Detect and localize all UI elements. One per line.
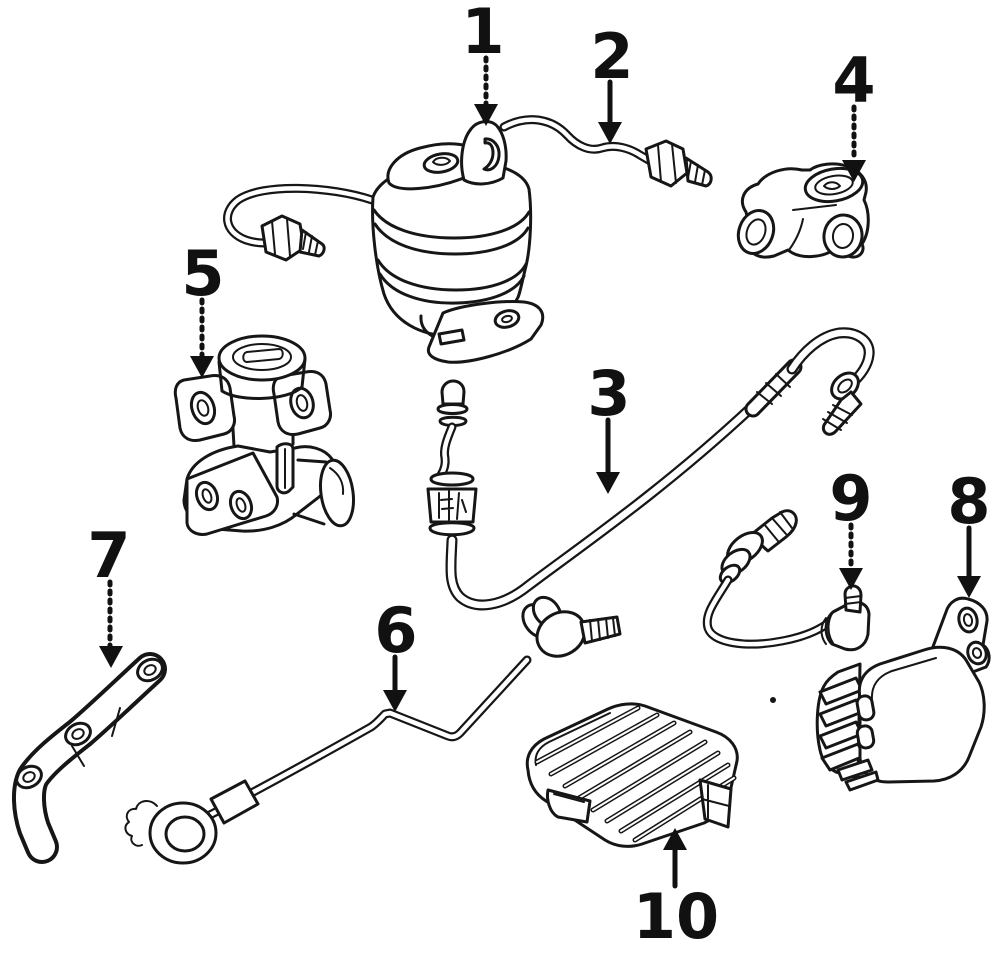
left-port-boss	[173, 374, 236, 442]
callout-9[interactable]: 9	[829, 462, 873, 590]
callout-3[interactable]: 3	[587, 357, 631, 494]
callout-2-arrow	[598, 122, 622, 144]
jumper-nipple	[843, 584, 863, 614]
part-mounting-bracket[interactable]	[12, 652, 167, 864]
callout-7-arrow	[99, 646, 123, 668]
callout-1-arrow	[474, 104, 498, 126]
callout-10-label[interactable]: 10	[633, 880, 719, 953]
part-control-module[interactable]	[525, 702, 739, 848]
tube-nut	[260, 214, 306, 262]
callout-4-arrow	[842, 160, 866, 182]
part-three-way-connector[interactable]	[733, 162, 870, 260]
valve-flange	[426, 300, 545, 364]
callout-6-arrow	[383, 690, 407, 712]
module-housing	[857, 645, 986, 784]
callout-6[interactable]: 6	[374, 594, 418, 712]
part-relief-valve[interactable]	[173, 334, 357, 536]
callout-4[interactable]: 4	[832, 44, 876, 182]
part-jumper-hose[interactable]	[702, 509, 871, 652]
jumper-elbow	[824, 600, 871, 652]
ink-speck	[770, 697, 776, 703]
part-egr-valve[interactable]	[223, 120, 545, 364]
right-port-boss	[271, 370, 332, 436]
callout-7[interactable]: 7	[87, 519, 131, 668]
callout-5-arrow	[190, 356, 214, 378]
callout-5[interactable]: 5	[181, 237, 225, 378]
callout-2[interactable]: 2	[590, 20, 634, 144]
part-upper-tube[interactable]	[499, 115, 713, 188]
port-right	[822, 213, 864, 259]
part-pressure-hose[interactable]	[426, 327, 875, 611]
module-cooling-ribs	[534, 705, 737, 843]
valve-bracket-tab	[460, 120, 508, 186]
callout-1[interactable]: 1	[461, 0, 505, 126]
tube-nut	[644, 139, 689, 188]
hose-threaded-end	[821, 390, 863, 436]
part-link-rod[interactable]	[124, 592, 622, 865]
hose-top-nipple	[440, 379, 466, 406]
part-sensor-module[interactable]	[815, 596, 991, 792]
outlet-cap	[319, 458, 355, 528]
callout-10-arrow	[663, 828, 687, 850]
top-port	[217, 334, 307, 382]
threaded-tip	[684, 156, 713, 188]
callout-1-label[interactable]: 1	[461, 0, 504, 68]
callout-3-arrow	[596, 472, 620, 494]
callout-8[interactable]: 8	[947, 465, 991, 598]
hose-hex-fitting	[426, 487, 478, 524]
rod-eyelet	[148, 801, 218, 865]
callout-9-arrow	[839, 568, 863, 590]
port-left	[736, 209, 776, 255]
module-left-tab	[546, 788, 592, 824]
eyelet-clip	[124, 800, 158, 847]
callout-10[interactable]: 10	[633, 828, 719, 953]
callout-8-arrow	[957, 576, 981, 598]
tab-slot-hole	[482, 137, 501, 172]
